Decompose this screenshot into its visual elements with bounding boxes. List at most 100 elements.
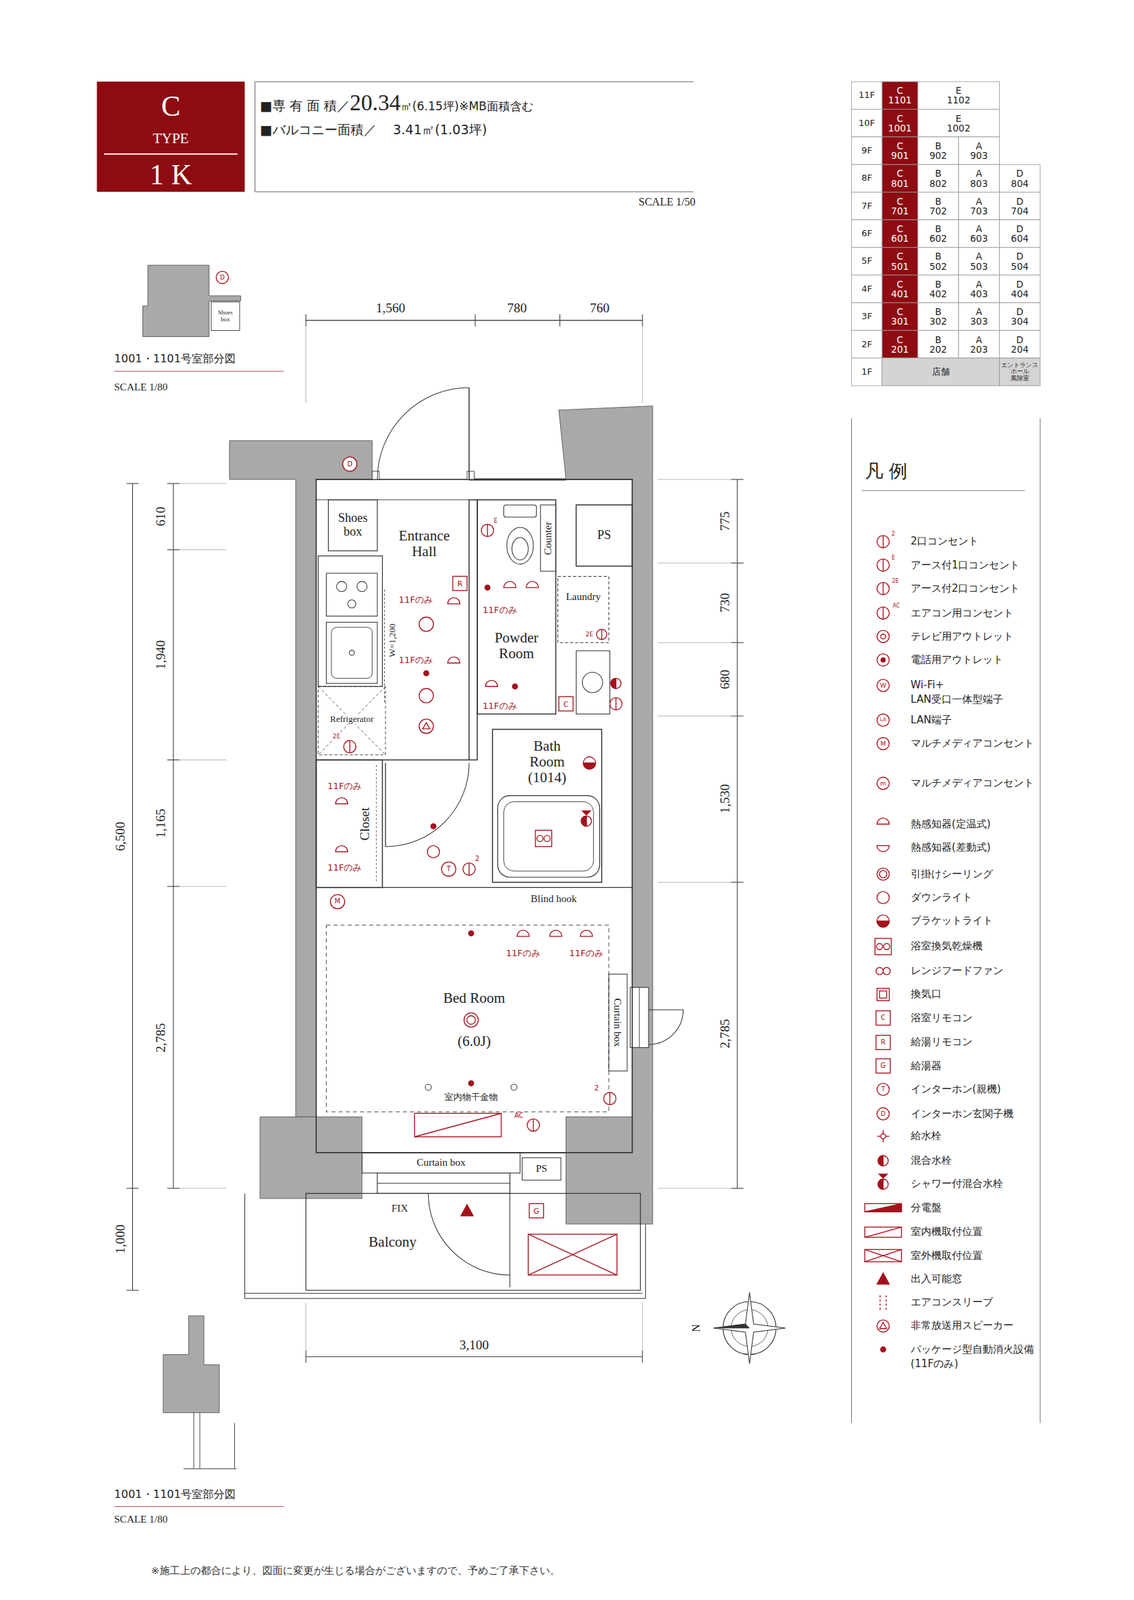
plan-label: FIX [391, 1202, 409, 1215]
symbol-down [419, 616, 434, 632]
floor-table-frame [999, 192, 1041, 220]
floor-table-cell: D 404 [1010, 279, 1029, 299]
dimension-label: 3,100 [458, 1337, 490, 1353]
legend-text: パッケージ型自動消火設備 (11Fのみ) [910, 1342, 1039, 1371]
floor-table-cell: C 1101 [888, 85, 912, 105]
symbol-outlet [596, 629, 607, 640]
symbol-outlet [877, 558, 890, 572]
legend-text: 電話用アウトレット [910, 652, 1004, 667]
symbol-part [877, 1155, 883, 1166]
floor-table-cell: 5F [861, 256, 873, 267]
symbol-outlet [877, 606, 890, 620]
legend-rule [861, 490, 1025, 491]
dimension-tick [167, 482, 180, 484]
symbol-shower [581, 810, 592, 826]
floor-table-cell: 店舗 [931, 367, 950, 377]
floor-table-frame [958, 302, 1000, 331]
symbol-part [877, 582, 890, 595]
type-badge: CTYPE1 K [96, 81, 245, 192]
counter-outline [540, 504, 556, 572]
floor-table-cell: 6F [861, 228, 873, 239]
symbol-outlet [462, 862, 476, 876]
room-name: Curtain box [612, 997, 624, 1047]
floor-table-cell: B 602 [929, 223, 948, 244]
curtain-box-outline [362, 1152, 521, 1174]
dimension-label: 775 [717, 510, 733, 533]
refrigerator-cross [318, 686, 386, 755]
extension-line [658, 882, 744, 883]
symbol-part [610, 677, 622, 689]
scale-label: SCALE 1/80 [114, 381, 168, 394]
symbol-part [864, 1203, 902, 1212]
legend-frame [1039, 418, 1041, 1423]
header-rule [254, 81, 693, 83]
dimension-label: 1,165 [153, 807, 169, 839]
floor-only-note: 11Fのみ [569, 949, 604, 959]
symbol-part [877, 891, 890, 904]
floor-table-frame [917, 136, 959, 165]
symbol-tri [460, 1204, 474, 1216]
symbol-part [864, 1249, 902, 1262]
refrigerator-cross [318, 686, 386, 755]
symbol-heatT [517, 929, 530, 937]
symbol-part [583, 756, 596, 770]
symbol-part [583, 762, 596, 770]
scale-label: SCALE 1/80 [114, 1513, 168, 1526]
room-name: C [160, 90, 181, 122]
floor-table-frame [851, 247, 882, 275]
symbol-dot [423, 670, 429, 676]
symbol-part [880, 1133, 886, 1139]
symbol-heatT [504, 581, 517, 588]
footnote: ※施工上の都合により、図面に変更が生じる場合がございますので、予めご了承下さい。 [150, 1564, 560, 1577]
legend-text: 分電盤 [910, 1200, 942, 1215]
floor-table-frame [999, 358, 1041, 386]
symbol-outlet [877, 582, 890, 595]
balcony-edge [645, 1223, 646, 1299]
symbol-part [527, 1233, 617, 1276]
symbol-part [543, 835, 550, 842]
symbol-part [464, 1012, 479, 1028]
symbol-part [512, 684, 518, 689]
dimension-tick [167, 1187, 180, 1189]
floor-table-cell: C 401 [890, 279, 909, 299]
shoes-box: Shoes box [328, 499, 378, 551]
washbasin-bowl [582, 671, 603, 693]
symbol-letter: G [880, 1062, 887, 1069]
symbol-lb [875, 1010, 891, 1026]
symbol-lc [877, 713, 890, 726]
room-name: Laundry [565, 590, 601, 603]
floor-table-frame [999, 219, 1041, 248]
room-name: PS [535, 1162, 548, 1175]
shoes-box: Shoes box [210, 301, 240, 331]
symbol-part [883, 967, 891, 975]
dimension-label: 730 [717, 592, 733, 614]
sink [326, 621, 378, 683]
floor-table-cell: C 601 [890, 223, 909, 244]
symbol-letter: D [219, 274, 225, 281]
symbol-letter: G [533, 1206, 540, 1215]
wall [558, 406, 653, 1224]
symbol-part [877, 713, 890, 726]
door-frame [467, 471, 474, 480]
symbol-part [876, 943, 883, 950]
washbasin [575, 650, 610, 714]
symbol-down [419, 688, 434, 703]
symbol-lc [441, 861, 457, 876]
symbol-part [610, 697, 623, 711]
curtain-box: Curtain box [362, 1152, 521, 1174]
floor-table-cell: A 603 [970, 223, 989, 244]
symbol-lc [877, 679, 890, 692]
symbol-part [877, 777, 890, 790]
floor-table-frame [851, 330, 882, 358]
room-name: Powder Room [494, 630, 539, 662]
counter-box: Counter [540, 504, 556, 572]
symbol-dot [880, 1346, 886, 1352]
symbol-part [536, 835, 544, 842]
symbol-mix [610, 677, 622, 689]
floor-table-cell: A 703 [970, 196, 989, 216]
extension-line [179, 886, 227, 887]
floor-table-cell: D 604 [1010, 223, 1029, 244]
wall [229, 440, 372, 1117]
dimension-line [173, 483, 174, 1189]
symbol-part [610, 677, 616, 689]
